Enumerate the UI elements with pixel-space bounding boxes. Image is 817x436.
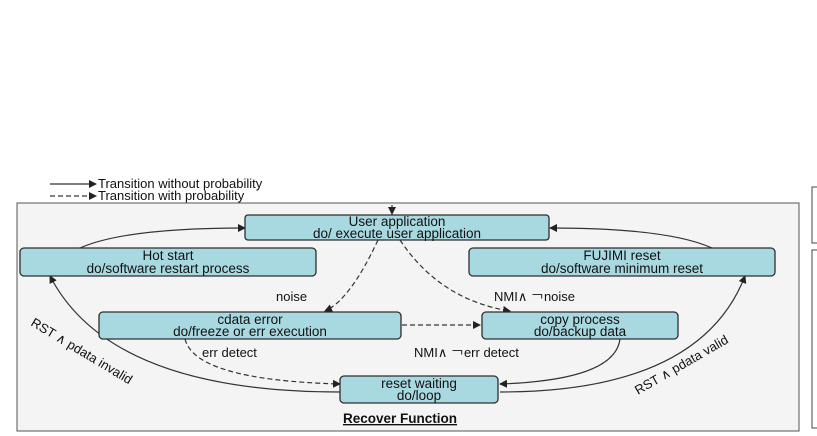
state-cdata-error: cdata error do/freeze or err execution [98,311,402,340]
state-hot-start: Hot start do/software restart process [19,247,317,277]
legend: Transition without probability Transitio… [50,176,263,203]
edge-userapp-to-cdata [324,239,379,312]
transitions [49,224,747,393]
edge-hotstart-to-userapp [79,224,246,249]
state-user-application: User application do/ execute user applic… [244,214,550,241]
user-app-action: do/ execute user application [313,226,481,241]
edge-reset-to-hotstart [49,275,341,393]
copy-process-action: do/backup data [534,324,627,339]
fujimi-reset-action: do/software minimum reset [541,261,703,276]
state-reset-waiting: reset waiting do/loop [339,375,499,404]
legend-solid-label: Transition without probability [98,176,263,191]
state-fujimi-reset: FUJIMI reset do/software minimum reset [468,247,776,277]
reset-waiting-action: do/loop [397,388,441,403]
edge-cdata-to-reset [184,338,341,388]
frame-title: Recover Function [343,411,457,426]
state-copy-process: copy process do/backup data [481,311,679,340]
edge-userapp-to-copy [399,239,511,314]
label-nmi-err-detect: NMI∧ ￢err detect [414,345,519,360]
reset-waiting-name: reset waiting [381,376,457,391]
legend-dashed-label: Transition with probability [98,188,245,203]
side-bracket-bottom [811,249,817,429]
user-app-name: User application [349,214,446,229]
hot-start-action: do/software restart process [87,261,250,276]
edge-reset-to-fujimi [499,275,747,393]
copy-process-name: copy process [540,312,620,327]
cdata-error-name: cdata error [217,312,283,327]
edge-fujimi-to-userapp [549,224,713,249]
side-bracket-top [811,186,817,244]
label-noise: noise [276,289,307,304]
fujimi-reset-name: FUJIMI reset [583,248,661,263]
cdata-error-action: do/freeze or err execution [173,324,327,339]
label-err-detect: err detect [202,345,257,360]
label-nmi-noise: NMI∧ ￢noise [494,289,575,304]
edge-copy-to-reset [499,338,621,388]
hot-start-name: Hot start [142,248,193,263]
